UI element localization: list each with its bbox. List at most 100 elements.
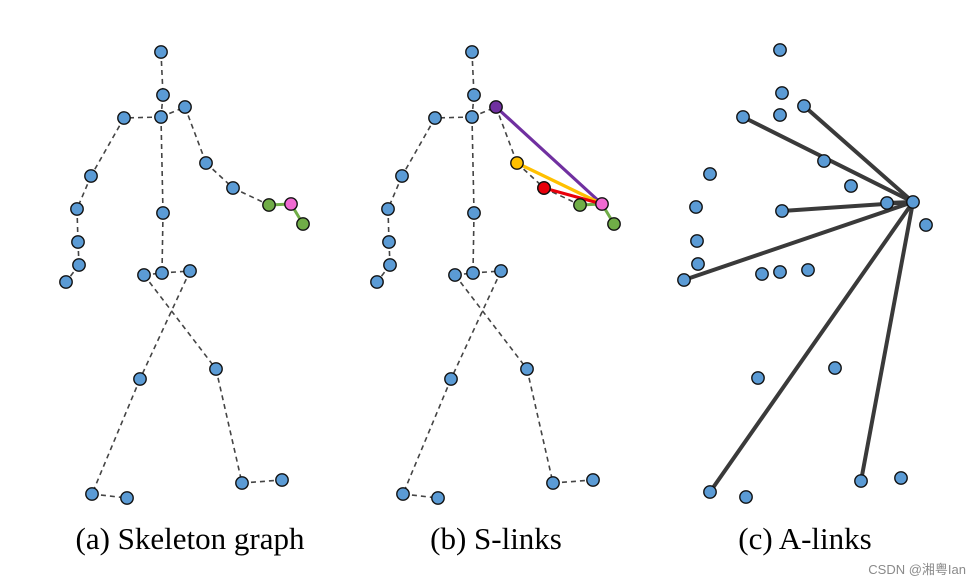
joint-tipR	[595, 197, 609, 211]
joint-hipR	[183, 264, 197, 278]
bone-wrR-hdR	[543, 187, 581, 206]
joint-c-17	[773, 265, 787, 279]
joint-spine	[465, 110, 479, 124]
joint-hipC	[155, 266, 169, 280]
joint-c-18	[801, 263, 815, 277]
joint-neck	[156, 88, 170, 102]
joint-anR	[235, 476, 249, 490]
panel-s-links	[370, 45, 621, 505]
joint-hdL	[71, 235, 85, 249]
joint-anL	[85, 487, 99, 501]
joint-thR	[296, 217, 310, 231]
joint-c-4	[797, 99, 811, 113]
joint-hipL	[137, 268, 151, 282]
joint-shL	[117, 111, 131, 125]
bone-knL-anL	[402, 378, 452, 495]
joint-c-19	[828, 361, 842, 375]
joint-wrR	[226, 181, 240, 195]
joint-wrL	[70, 202, 84, 216]
bone-spine-mid	[160, 116, 164, 214]
bone-shL-elL	[90, 117, 125, 177]
bone-head-neck	[471, 51, 475, 96]
joint-c-12	[919, 218, 933, 232]
joint-shR	[489, 100, 503, 114]
joint-s-link-order-2	[537, 181, 551, 195]
joint-anR	[546, 476, 560, 490]
a-link-7	[859, 200, 915, 483]
joint-shL	[428, 111, 442, 125]
s-link-order-2	[542, 186, 604, 206]
bone-head-neck	[160, 51, 164, 96]
joint-c-9	[689, 200, 703, 214]
joint-head	[465, 45, 479, 59]
joint-ftR	[275, 473, 289, 487]
joint-elR	[510, 156, 524, 170]
joint-mid	[156, 206, 170, 220]
joint-hdL	[382, 235, 396, 249]
joint-hd2L	[72, 258, 86, 272]
joint-tipR	[284, 197, 298, 211]
joint-knR	[520, 362, 534, 376]
caption-skeleton-graph: (a) Skeleton graph	[76, 521, 305, 556]
joint-knL	[444, 372, 458, 386]
s-link-order-4	[494, 105, 604, 206]
joint-c-22	[739, 490, 753, 504]
joint-knL	[133, 372, 147, 386]
joint-hd2L	[383, 258, 397, 272]
s-link-order-3	[515, 161, 604, 206]
caption-s-links: (b) S-links	[430, 521, 562, 556]
joint-c-21	[703, 485, 717, 499]
bone-shR-elR	[495, 106, 518, 164]
joint-c-24	[894, 471, 908, 485]
joint-ftL	[431, 491, 445, 505]
bone-anR-ftR	[552, 479, 594, 484]
joint-c-8	[844, 179, 858, 193]
joint-hdR	[262, 198, 276, 212]
bone-mid-hipC	[472, 212, 475, 274]
watermark-text: CSDN @湘粤Ian	[868, 562, 966, 577]
panel-skeleton-graph	[59, 45, 310, 505]
bone-spine-mid	[471, 116, 475, 214]
joint-tipL	[59, 275, 73, 289]
joint-wrL	[381, 202, 395, 216]
joint-knR	[209, 362, 223, 376]
bone-anR-ftR	[241, 479, 283, 484]
joint-c-23	[854, 474, 868, 488]
bone-mid-hipC	[161, 212, 164, 274]
joint-elL	[395, 169, 409, 183]
a-link-2	[802, 104, 915, 204]
joint-c-14	[691, 257, 705, 271]
joint-c-15	[677, 273, 691, 287]
bone-wrR-hdR	[232, 187, 270, 206]
joint-ftL	[120, 491, 134, 505]
joint-c-2	[775, 86, 789, 100]
bone-knL-anL	[91, 378, 141, 495]
joint-anL	[396, 487, 410, 501]
joint-tipL	[370, 275, 384, 289]
bone-shL-elL	[401, 117, 436, 177]
joint-c-11	[880, 196, 894, 210]
caption-a-links: (c) A-links	[738, 521, 871, 556]
joint-neck	[467, 88, 481, 102]
joint-c-13	[690, 234, 704, 248]
joint-hipR	[494, 264, 508, 278]
joint-a-link-source	[906, 195, 920, 209]
joint-hdR	[573, 198, 587, 212]
joint-c-20	[751, 371, 765, 385]
bone-shR-elR	[184, 106, 207, 164]
joint-mid	[467, 206, 481, 220]
joint-c-6	[817, 154, 831, 168]
bone-hipL-knR	[454, 274, 528, 370]
joint-ftR	[586, 473, 600, 487]
joint-hipC	[466, 266, 480, 280]
joint-elR	[199, 156, 213, 170]
joint-thR	[607, 217, 621, 231]
bone-knR-anR	[526, 368, 554, 484]
joint-c-1	[773, 43, 787, 57]
a-link-6	[708, 200, 915, 494]
joint-hipL	[448, 268, 462, 282]
joint-shR	[178, 100, 192, 114]
joint-c-7	[703, 167, 717, 181]
bone-hipR-knL	[450, 270, 502, 380]
